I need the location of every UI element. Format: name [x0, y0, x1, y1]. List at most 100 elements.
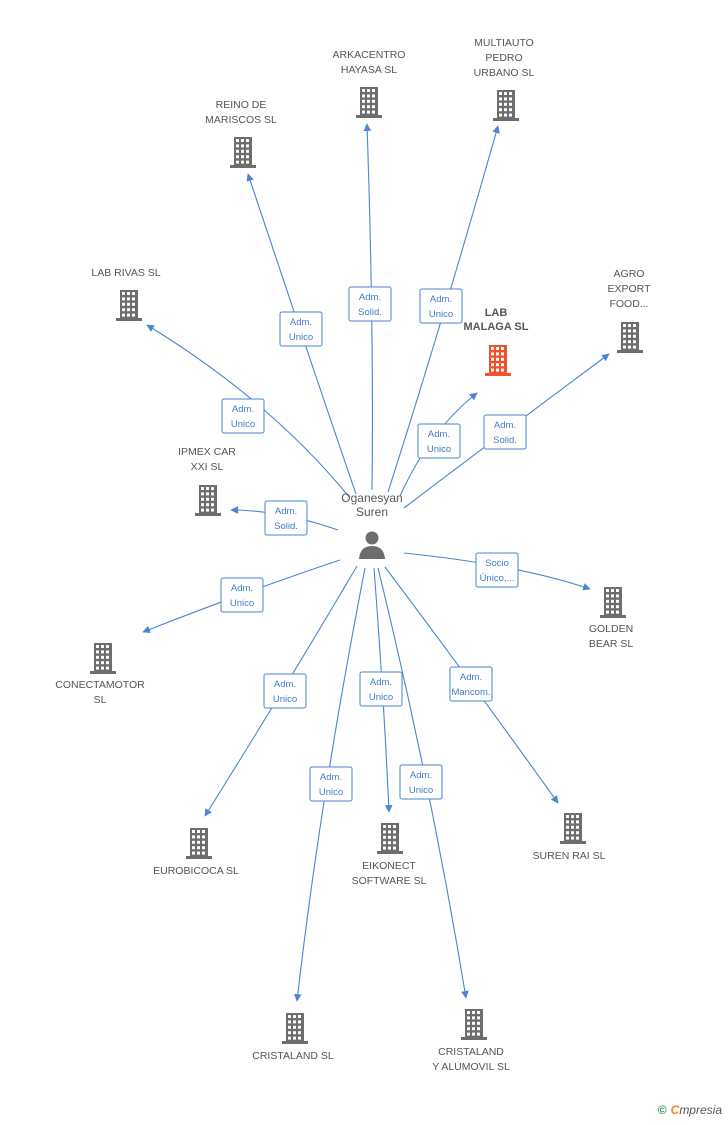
edge-label-reino[interactable]: Adm. Unico	[279, 311, 323, 347]
edge-label-eikonect[interactable]: Adm. Unico	[359, 671, 403, 707]
company-label: GOLDEN	[589, 623, 633, 635]
company-node-ipmex[interactable]: IPMEX CAR XXI SL	[178, 446, 236, 516]
company-label: LAB	[485, 307, 508, 319]
building-icon	[282, 1013, 308, 1044]
footer-brand[interactable]: ©Cmpresia	[658, 1103, 722, 1117]
company-label: Y ALUMOVIL SL	[432, 1061, 510, 1073]
edge-label-labrivas[interactable]: Adm. Unico	[221, 398, 265, 434]
company-node-labrivas[interactable]: LAB RIVAS SL	[91, 267, 161, 321]
edge-label-text: Adm.	[320, 772, 342, 783]
edge-label-surenrai[interactable]: Adm. Mancom.	[449, 666, 493, 702]
company-node-eikonect[interactable]: EIKONECT SOFTWARE SL	[352, 823, 427, 887]
edge-label-text: Unico	[230, 598, 254, 609]
edge-label-text: Unico	[427, 444, 451, 455]
edge-label-text: Adm.	[430, 294, 452, 305]
company-node-golden[interactable]: GOLDEN BEAR SL	[589, 587, 634, 650]
company-label: SOFTWARE SL	[352, 875, 427, 887]
edge-label-cristaland[interactable]: Adm. Unico	[309, 766, 353, 802]
person-icon	[359, 531, 385, 559]
company-label: BEAR SL	[589, 638, 634, 650]
edge-label-text: Unico	[231, 419, 255, 430]
company-label: ARKACENTRO	[333, 49, 406, 61]
company-label: REINO DE	[216, 99, 267, 111]
company-label: CONECTAMOTOR	[55, 679, 145, 691]
company-label: LAB RIVAS SL	[91, 267, 160, 279]
company-label: HAYASA SL	[341, 64, 397, 76]
edge-label-text: Unico	[273, 694, 297, 705]
company-node-multiauto[interactable]: MULTIAUTO PEDRO URBANO SL	[474, 37, 535, 121]
company-label: PEDRO	[485, 52, 522, 64]
edge-label-text: Unico	[369, 692, 393, 703]
building-icon	[356, 87, 382, 118]
building-icon	[560, 813, 586, 844]
building-icon	[493, 90, 519, 121]
company-node-surenrai[interactable]: SUREN RAI SL	[533, 813, 606, 862]
edge-label-text: Adm.	[494, 420, 516, 431]
company-node-cristaland[interactable]: CRISTALAND SL	[252, 1013, 334, 1062]
edge-label-text: Unico	[319, 787, 343, 798]
company-label: CRISTALAND	[438, 1046, 504, 1058]
edge-label-text: Mancom.	[451, 687, 490, 698]
edge-label-arkacentro[interactable]: Adm. Solid.	[348, 286, 392, 322]
edge-label-conecta[interactable]: Adm. Unico	[220, 577, 264, 613]
brand-name: mpresia	[679, 1103, 722, 1117]
company-node-eurobi[interactable]: EUROBICOCA SL	[153, 828, 239, 877]
building-icon	[230, 137, 256, 168]
building-icon	[600, 587, 626, 618]
company-node-agro[interactable]: AGRO EXPORT FOOD...	[608, 268, 652, 353]
edge-label-text: Único,...	[480, 573, 515, 584]
edge-label-text: Adm.	[460, 672, 482, 683]
building-icon	[377, 823, 403, 854]
person-name: Oganesyan	[341, 491, 402, 505]
company-label: IPMEX CAR	[178, 446, 236, 458]
edge-label-text: Adm.	[275, 506, 297, 517]
building-icon	[461, 1009, 487, 1040]
building-icon	[90, 643, 116, 674]
company-label: URBANO SL	[474, 67, 535, 79]
company-label: AGRO	[614, 268, 645, 280]
edge-label-text: Adm.	[428, 429, 450, 440]
edge-label-cristaland2[interactable]: Adm. Unico	[399, 764, 443, 800]
edge-label-agro[interactable]: Adm. Solid.	[483, 414, 527, 450]
company-label: MARISCOS SL	[205, 114, 277, 126]
edge-label-labmalaga[interactable]: Adm. Unico	[417, 423, 461, 459]
company-label: CRISTALAND SL	[252, 1050, 334, 1062]
edge-label-text: Solid.	[358, 307, 382, 318]
company-label: XXI SL	[191, 461, 224, 473]
brand-initial: C	[670, 1103, 680, 1117]
company-node-cristaland2[interactable]: CRISTALAND Y ALUMOVIL SL	[432, 1009, 510, 1073]
company-label: EIKONECT	[362, 860, 416, 872]
company-label: EUROBICOCA SL	[153, 865, 239, 877]
person-name: Suren	[356, 505, 388, 519]
edge-label-text: Adm.	[359, 292, 381, 303]
edge-label-text: Unico	[409, 785, 433, 796]
edge-label-text: Adm.	[370, 677, 392, 688]
company-label: MULTIAUTO	[474, 37, 534, 49]
edge-label-golden[interactable]: SocioÚnico,...	[475, 552, 519, 588]
company-node-reino[interactable]: REINO DE MARISCOS SL	[205, 99, 277, 168]
edge-label-text: Unico	[429, 309, 453, 320]
edge-label-ipmex[interactable]: Adm. Solid.	[264, 500, 308, 536]
edge-label-text: Adm.	[232, 404, 254, 415]
company-label: MALAGA SL	[464, 321, 529, 333]
edge-label-eurobi[interactable]: Adm. Unico	[263, 673, 307, 709]
edge-label-text: Unico	[289, 332, 313, 343]
edge-label-text: Adm.	[410, 770, 432, 781]
edge-label-multiauto[interactable]: Adm. Unico	[419, 288, 463, 324]
edge-label-text: Adm.	[274, 679, 296, 690]
edge-label-text: Solid.	[493, 435, 517, 446]
building-icon	[195, 485, 221, 516]
edge-label-text: Adm.	[290, 317, 312, 328]
company-label: FOOD...	[609, 298, 648, 310]
edges-layer: Adm.Solid.Adm.UnicoAdm.UnicoAdm.UnicoAdm…	[142, 123, 610, 1002]
edge-label-text: Solid.	[274, 521, 298, 532]
building-icon	[186, 828, 212, 859]
company-label: EXPORT	[608, 283, 652, 295]
edge-label-text: Adm.	[231, 583, 253, 594]
edge-label-text: Socio	[485, 558, 509, 569]
company-node-labmalaga[interactable]: LAB MALAGA SL	[464, 307, 529, 376]
company-node-arkacentro[interactable]: ARKACENTRO HAYASA SL	[333, 49, 406, 118]
